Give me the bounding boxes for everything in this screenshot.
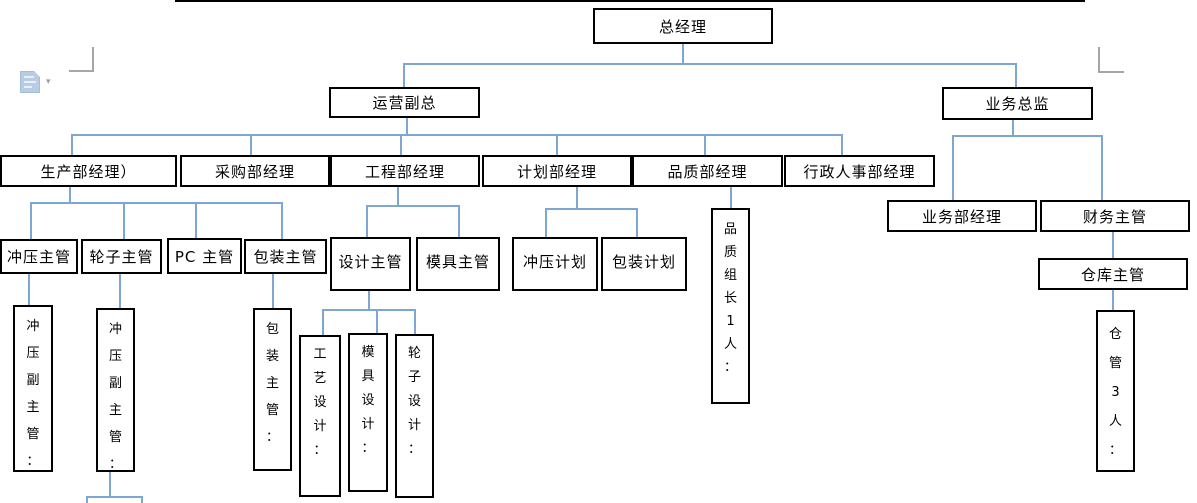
connector-line [86,496,143,498]
connector-line [1112,232,1114,258]
connector-line [30,202,283,204]
node-business-dept-manager[interactable]: 业务部经理 [887,200,1037,232]
node-process-design[interactable]: 工艺设计： [299,335,341,497]
connector-line [69,187,71,204]
node-label: 设计主管 [338,253,403,271]
connector-line [366,205,460,207]
connector-line [952,135,954,200]
node-label: 业务部经理 [921,207,1002,226]
node-mold-design[interactable]: 模具设计： [348,333,388,492]
connector-line [636,208,638,237]
connector-line [250,134,252,155]
node-label: 包装主管 [253,248,318,266]
node-warehouse-keepers[interactable]: 仓管3人： [1096,310,1135,472]
connector-line [119,274,121,308]
connector-line [71,134,73,155]
connector-line [195,202,197,238]
node-planning-manager[interactable]: 计划部经理 [482,155,632,187]
connector-line [123,202,125,239]
node-stamping-planning[interactable]: 冲压计划 [512,237,598,291]
node-label: 冲压主管 [6,248,71,266]
node-label: 生产部经理） [40,162,137,181]
connector-line [281,202,283,239]
node-design-supervisor[interactable]: 设计主管 [330,237,411,291]
connector-line [322,309,324,335]
node-mold-supervisor[interactable]: 模具主管 [416,237,500,291]
page-margin-corner-right-icon [1098,47,1124,73]
connector-line [730,187,732,208]
node-label: 总经理 [658,17,707,36]
dropdown-arrow-icon: ▾ [46,77,51,87]
connector-line [322,309,416,311]
node-wheel-supervisor[interactable]: 轮子主管 [81,239,162,274]
connector-line [1015,63,1017,87]
node-quality-manager[interactable]: 品质部经理 [632,155,783,187]
node-wheel-design[interactable]: 轮子设计： [395,334,434,498]
connector-line [1101,135,1103,200]
node-stamping-deputy-supervisor-2[interactable]: 冲压副主管： [96,308,135,472]
node-label: 模具主管 [425,253,490,271]
connector-line [403,63,1017,65]
connector-line [400,134,402,155]
connector-line [545,208,547,237]
connector-line [109,472,111,498]
node-top-partial[interactable] [175,0,1085,2]
connector-line [704,134,706,155]
paste-options-icon [20,71,40,93]
node-label: 品质部经理 [667,162,748,181]
node-label: 包装计划 [611,253,676,271]
connector-line [368,291,370,311]
connector-line [576,187,578,210]
node-label: 轮子主管 [89,248,154,266]
node-label: PC 主管 [174,247,235,266]
node-label: 采购部经理 [214,162,295,181]
node-packaging-planning[interactable]: 包装计划 [601,237,687,291]
node-general-manager[interactable]: 总经理 [593,8,773,44]
connector-line [86,496,88,503]
node-label: 仓库主管 [1080,265,1145,284]
node-stamping-supervisor[interactable]: 冲压主管 [0,239,78,274]
connector-line [1012,120,1014,137]
page-margin-corner-left-icon [69,47,94,72]
node-finance-supervisor[interactable]: 财务主管 [1040,200,1190,232]
paste-options-button[interactable]: ▾ [20,70,54,94]
connector-line [1112,290,1114,310]
connector-line [141,496,143,503]
node-admin-hr-manager[interactable]: 行政人事部经理 [784,155,935,187]
node-packaging-supervisor-sub[interactable]: 包装主管： [253,308,292,471]
node-stamping-deputy-supervisor-1[interactable]: 冲压副主管： [13,305,53,472]
node-label: 计划部经理 [516,162,597,181]
node-label: 行政人事部经理 [803,162,916,181]
node-quality-group-leader[interactable]: 品质组长1人： [711,208,750,404]
connector-line [30,202,32,239]
node-label: 冲压计划 [522,253,587,271]
node-engineering-manager[interactable]: 工程部经理 [330,155,480,187]
node-operations-vp[interactable]: 运营副总 [329,87,480,118]
connector-line [458,205,460,237]
node-warehouse-supervisor[interactable]: 仓库主管 [1038,258,1188,290]
connector-line [272,274,274,308]
node-packaging-supervisor[interactable]: 包装主管 [244,239,327,274]
node-business-director[interactable]: 业务总监 [942,87,1093,120]
node-label: 财务主管 [1082,207,1147,226]
connector-line [28,274,30,305]
connector-line [406,118,408,136]
connector-line [376,309,378,333]
connector-line [414,309,416,334]
node-label: 工程部经理 [364,162,445,181]
connector-line [403,63,405,87]
connector-line [556,134,558,155]
node-label: 运营副总 [372,94,437,112]
connector-line [545,208,638,210]
node-purchasing-manager[interactable]: 采购部经理 [180,155,330,187]
node-label: 业务总监 [985,95,1050,113]
connector-line [841,134,843,155]
connector-line [952,135,1103,137]
connector-line [682,44,684,65]
connector-line [397,187,399,207]
node-production-manager[interactable]: 生产部经理） [0,155,177,187]
connector-line [71,134,842,136]
connector-line [366,205,368,237]
node-pc-supervisor[interactable]: PC 主管 [167,238,242,274]
